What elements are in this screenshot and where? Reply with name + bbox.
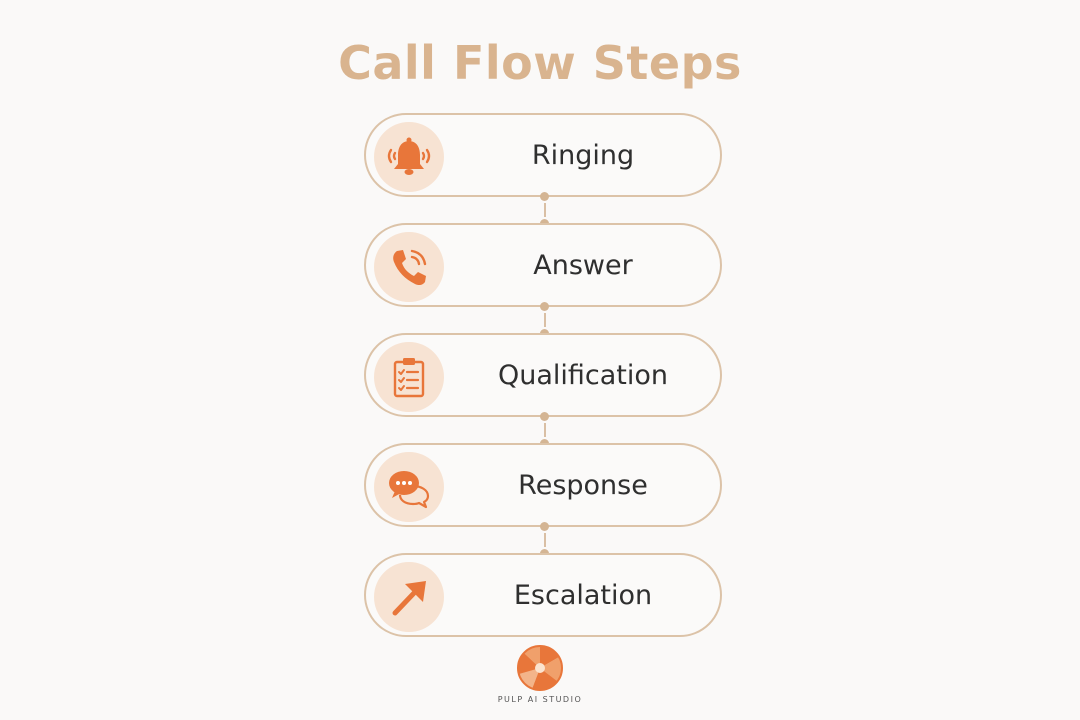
step-answer: Answer: [364, 223, 722, 307]
page-title: Call Flow Steps: [338, 36, 742, 90]
step-label: Qualification: [497, 359, 669, 391]
clipboard-icon: [374, 342, 444, 412]
step-label: Answer: [533, 249, 633, 281]
connector: [364, 192, 722, 228]
step-qualification: Qualification: [364, 333, 722, 417]
arrow-up-right-icon: [374, 562, 444, 632]
step-response: Response: [364, 443, 722, 527]
step-label: Escalation: [513, 579, 653, 611]
connector: [364, 522, 722, 558]
step-escalation: Escalation: [364, 553, 722, 637]
brand-name: PULP AI STUDIO: [497, 695, 583, 704]
brand-logo: [510, 644, 570, 698]
chat-bubbles-icon: [374, 452, 444, 522]
connector: [364, 302, 722, 338]
connector: [364, 412, 722, 448]
call-flow: Ringing Answer: [364, 113, 722, 637]
phone-icon: [374, 232, 444, 302]
step-label: Response: [518, 469, 648, 501]
step-label: Ringing: [531, 139, 635, 171]
step-ringing: Ringing: [364, 113, 722, 197]
bell-icon: [374, 122, 444, 192]
